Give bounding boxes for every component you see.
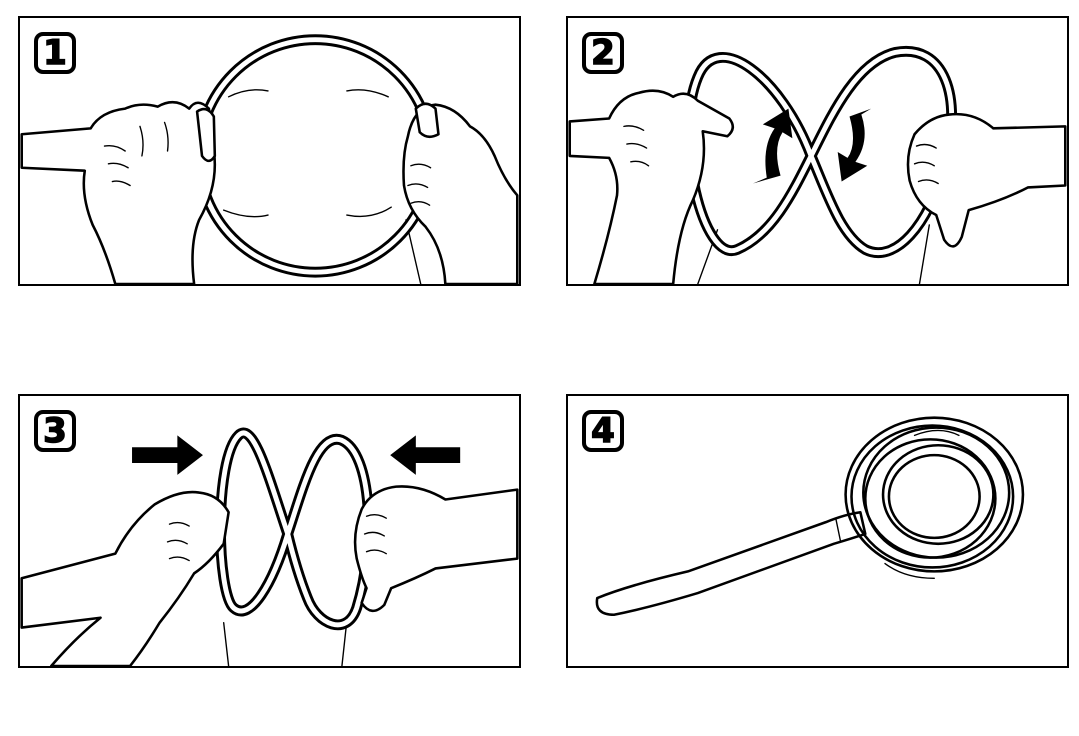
curved-arrow-down-icon [837, 108, 872, 182]
left-hand-knuckles [166, 521, 190, 562]
step-3-badge: 3 [34, 410, 76, 452]
frame-ring-twisted [215, 427, 374, 631]
left-hand-knuckles [103, 121, 169, 187]
coil-fabric [884, 429, 960, 579]
step-number: 1 [38, 35, 72, 71]
step-1-panel: 1 [18, 16, 521, 286]
frame-ring-highlight [686, 48, 955, 256]
coil-ring [881, 443, 995, 546]
coil-ring-inner [887, 453, 981, 540]
left-hand [568, 89, 735, 284]
right-hand-fingers [913, 143, 939, 185]
step-2-badge: 2 [582, 32, 624, 74]
step-number: 2 [586, 35, 620, 71]
coil-ring-outer [844, 416, 1025, 573]
left-hand [20, 490, 230, 666]
fabric-wrinkles [222, 89, 392, 218]
handle-collar [835, 517, 842, 543]
right-hand [353, 485, 519, 613]
left-thumb [195, 107, 217, 163]
coil-ring [850, 424, 1015, 569]
frame-ring-highlight [196, 37, 435, 275]
step-3-illustration [20, 427, 519, 666]
arrow-right-icon [132, 435, 203, 475]
right-hand [906, 112, 1067, 248]
step-2-panel: 2 [566, 16, 1069, 286]
coil-ring [864, 438, 997, 559]
frame-handle [595, 510, 867, 617]
step-4-panel: 4 [566, 394, 1069, 668]
curved-arrow-up-icon [752, 108, 793, 184]
right-hand-fingers [363, 513, 387, 555]
step-2-illustration [568, 45, 1067, 284]
step-4-illustration [595, 416, 1025, 617]
left-hand [20, 100, 217, 284]
step-number: 3 [38, 413, 72, 449]
step-1-illustration [20, 34, 519, 284]
step-3-panel: 3 [18, 394, 521, 668]
step-4-badge: 4 [582, 410, 624, 452]
right-thumb [414, 102, 440, 139]
right-hand-fingers [407, 163, 432, 206]
frame-ring-highlight [218, 430, 371, 628]
step-number: 4 [586, 413, 620, 449]
arrow-left-icon [390, 435, 461, 475]
step-1-badge: 1 [34, 32, 76, 74]
left-hand-knuckles [623, 125, 650, 167]
